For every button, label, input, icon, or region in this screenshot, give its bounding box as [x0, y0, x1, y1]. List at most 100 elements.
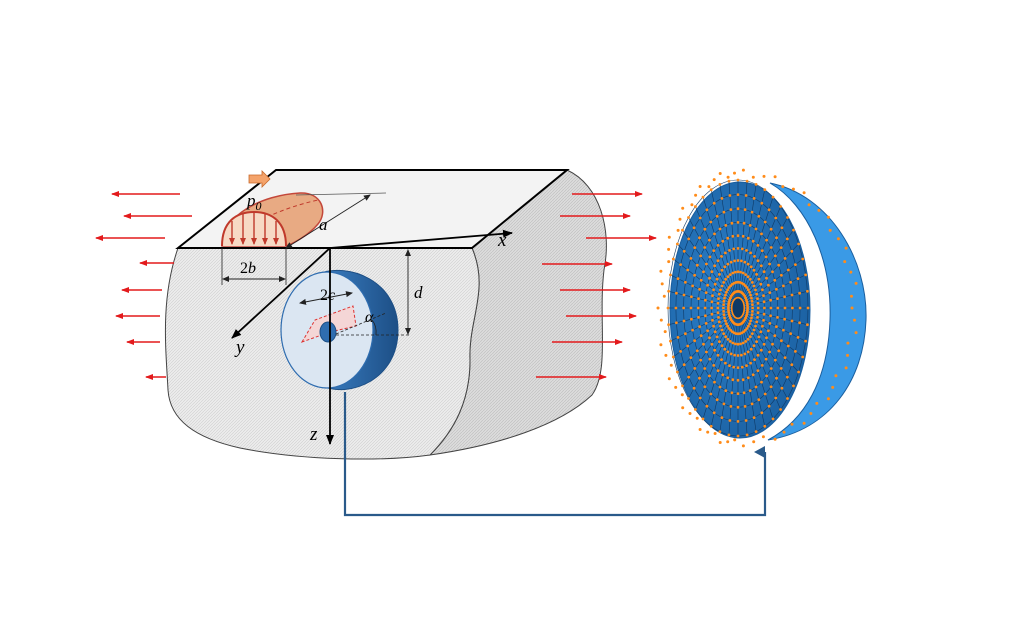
- mesh-node: [682, 293, 686, 297]
- mesh-node: [740, 365, 744, 369]
- mesh-spoke: [738, 181, 748, 299]
- mesh-node: [844, 366, 848, 370]
- mesh-spoke: [677, 312, 734, 373]
- mesh-node: [712, 324, 715, 328]
- mesh-node: [684, 280, 687, 284]
- mesh-node: [663, 330, 667, 334]
- mesh-node: [689, 356, 693, 359]
- mesh-node: [713, 232, 716, 236]
- mesh-node: [750, 281, 754, 284]
- mesh-node: [693, 246, 697, 250]
- dimension-a: a: [285, 192, 387, 249]
- mesh-node: [675, 291, 678, 295]
- mesh-node: [757, 398, 761, 402]
- mesh-node: [771, 417, 775, 421]
- mesh-node: [736, 392, 740, 395]
- mesh-node: [779, 367, 783, 370]
- mesh-node: [769, 367, 773, 370]
- mesh-node: [722, 310, 725, 313]
- mesh-node: [709, 188, 713, 192]
- mesh-node: [764, 255, 768, 259]
- mesh-node: [724, 251, 727, 255]
- mesh-node: [707, 185, 711, 189]
- mesh-node: [756, 259, 760, 263]
- mesh-spoke: [739, 317, 757, 432]
- mesh-node: [729, 208, 733, 212]
- mesh-node: [694, 205, 697, 208]
- mesh-node: [699, 358, 703, 362]
- mesh-node: [826, 397, 830, 401]
- mesh-node: [708, 357, 712, 361]
- mesh-node: [728, 419, 732, 422]
- mesh-node: [719, 288, 722, 292]
- mesh-node: [753, 255, 756, 258]
- dimension-d: d: [405, 249, 423, 335]
- mesh-node: [755, 320, 759, 324]
- mesh-node: [678, 217, 682, 221]
- mesh-node: [693, 273, 696, 277]
- mesh-node: [786, 344, 790, 348]
- mesh-node: [706, 329, 709, 333]
- mesh-node: [722, 210, 726, 214]
- z-label: z: [309, 424, 318, 445]
- mesh-node: [694, 408, 697, 411]
- mesh-node: [756, 316, 759, 319]
- mesh-node: [712, 201, 716, 205]
- mesh-node: [757, 335, 761, 339]
- mesh-node: [713, 264, 717, 268]
- mesh-node: [722, 313, 726, 317]
- mesh-node: [806, 306, 810, 310]
- mesh-node: [817, 208, 821, 212]
- mesh-spoke: [741, 315, 781, 410]
- mesh-node: [727, 327, 731, 330]
- mesh-node: [682, 363, 686, 367]
- mesh-node: [676, 228, 680, 232]
- mesh-node: [708, 336, 711, 340]
- mesh-node: [804, 339, 807, 343]
- mesh-node: [724, 293, 727, 297]
- mesh-node: [675, 321, 678, 325]
- mesh-node: [736, 193, 740, 197]
- mesh-node: [789, 280, 792, 284]
- mesh-node: [743, 260, 747, 264]
- mesh-node: [708, 276, 711, 280]
- mesh-node: [679, 263, 682, 266]
- mesh-node: [727, 286, 731, 289]
- mesh-node: [698, 396, 702, 400]
- mesh-node: [693, 339, 696, 343]
- mesh-node: [745, 433, 749, 437]
- mesh-node: [724, 224, 728, 227]
- mesh-node: [726, 376, 730, 380]
- mesh-node: [716, 311, 720, 315]
- mesh-node: [667, 377, 671, 381]
- mesh-node: [711, 318, 714, 322]
- mesh-node: [774, 396, 778, 400]
- mesh-node: [704, 291, 708, 294]
- mesh-node: [708, 374, 711, 378]
- mesh-node: [736, 420, 740, 423]
- mesh-node: [797, 370, 800, 374]
- mesh-node: [775, 287, 778, 291]
- mesh-node: [671, 355, 675, 359]
- mesh-node: [688, 412, 692, 415]
- mesh-node: [796, 277, 800, 280]
- mesh-node: [717, 297, 720, 300]
- mesh-node: [740, 247, 744, 251]
- mesh-node: [797, 242, 800, 246]
- mesh-node: [659, 318, 663, 322]
- mesh-node: [779, 205, 782, 208]
- mesh-node: [759, 348, 763, 352]
- mesh-node: [709, 392, 713, 396]
- mesh-node: [667, 260, 671, 264]
- mesh-node: [716, 244, 720, 247]
- mesh-node: [705, 404, 709, 408]
- mesh-node: [752, 416, 756, 419]
- mesh-node: [742, 391, 746, 395]
- mesh-node: [706, 283, 709, 287]
- mesh-node: [771, 195, 775, 199]
- mesh-node: [704, 314, 707, 318]
- mesh-node: [754, 183, 758, 186]
- mesh-spoke: [742, 229, 794, 303]
- mesh-node: [698, 216, 702, 220]
- mesh-node: [850, 306, 854, 310]
